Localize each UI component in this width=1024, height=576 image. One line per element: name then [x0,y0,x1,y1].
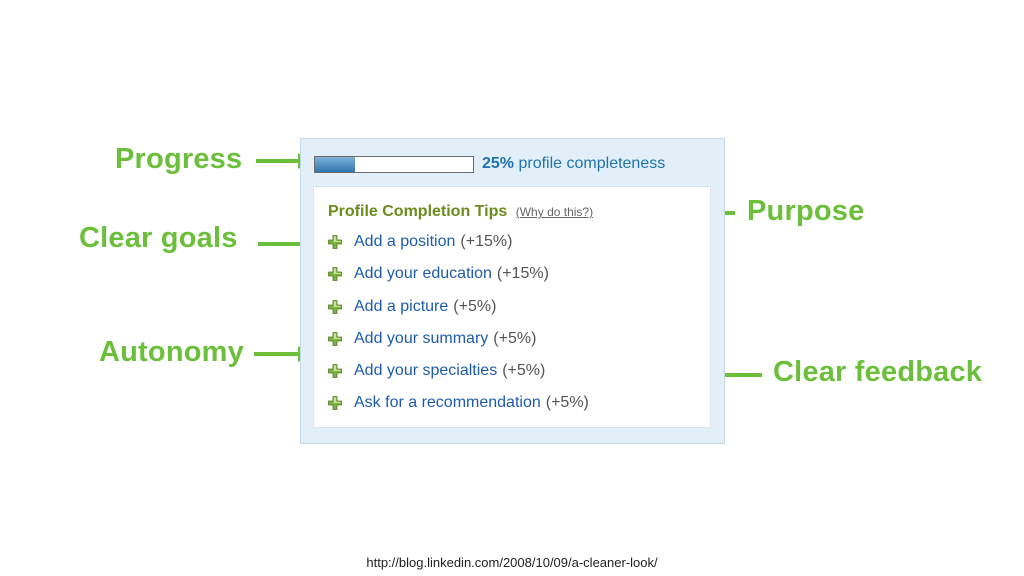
tip-points: (+15%) [496,265,549,283]
profile-completeness-widget: 25% profile completeness Profile Complet… [300,138,725,444]
tip-link[interactable]: Add your education [354,265,492,283]
tip-link[interactable]: Ask for a recommendation [354,394,541,412]
tip-points: (+5%) [502,362,546,380]
tip-item: Add your education(+15%) [328,265,589,297]
annotation-autonomy: Autonomy [99,336,244,368]
source-url: http://blog.linkedin.com/2008/10/09/a-cl… [366,555,658,570]
progress-text: 25% profile completeness [482,155,665,173]
green-plus-icon [328,299,342,314]
tips-title: Profile Completion Tips [328,203,508,220]
tip-link[interactable]: Add your specialties [354,362,498,380]
arrow-progress [256,159,300,163]
tips-box: Profile Completion Tips (Why do this?) A… [313,186,711,428]
progress-row: 25% profile completeness [314,154,665,174]
tip-points: (+5%) [493,329,537,347]
tip-item: Add a picture(+5%) [328,298,589,330]
tips-list: Add a position(+15%)Add your education(+… [328,233,589,427]
annotation-progress: Progress [115,143,243,175]
tip-link[interactable]: Add your summary [354,329,489,347]
tip-link[interactable]: Add a position [354,233,456,250]
tip-item: Add your summary(+5%) [328,330,589,362]
tip-item: Add your specialties(+5%) [328,362,589,394]
annotation-purpose: Purpose [747,195,865,227]
progress-percent: 25% [482,155,515,172]
arrow-clear-goals [258,242,302,246]
green-plus-icon [328,267,342,282]
tip-points: (+5%) [453,297,497,315]
progress-label: profile completeness [518,155,666,172]
tip-points: (+5%) [545,394,589,412]
green-plus-icon [328,235,342,249]
tip-item: Ask for a recommendation(+5%) [328,394,589,426]
tip-item: Add a position(+15%) [328,233,589,265]
green-plus-icon [328,364,342,379]
why-do-this-link[interactable]: (Why do this?) [515,205,594,219]
tip-link[interactable]: Add a picture [354,297,449,315]
annotation-clear-feedback: Clear feedback [773,356,983,388]
annotation-clear-goals: Clear goals [79,222,238,254]
tips-header: Profile Completion Tips (Why do this?) [328,203,593,221]
green-plus-icon [328,396,342,411]
progress-fill [315,156,355,172]
green-plus-icon [328,331,342,346]
progress-bar [314,155,474,173]
tip-points: (+15%) [460,233,513,250]
arrow-autonomy [254,352,300,356]
